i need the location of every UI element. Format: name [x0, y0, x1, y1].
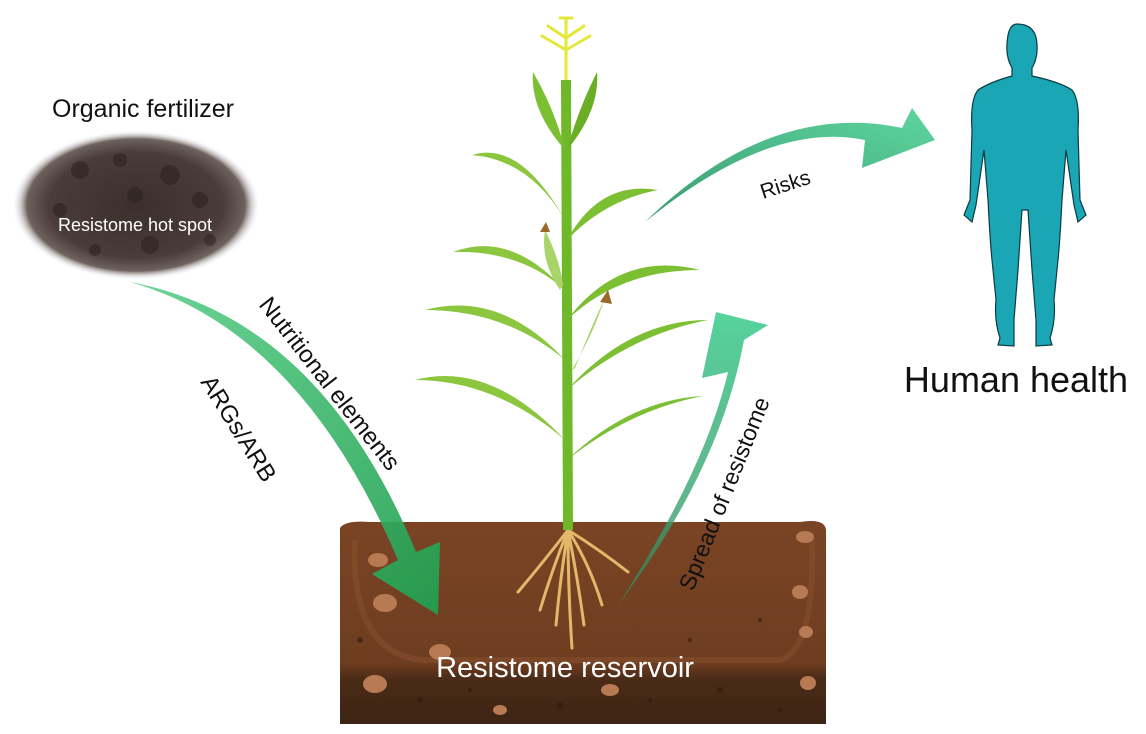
spread-arrow	[618, 312, 768, 605]
down-arrow-icon	[130, 282, 440, 615]
nutrient-flow-arrow	[130, 282, 440, 615]
nutritional-elements-label: Nutritional elements	[253, 292, 405, 476]
plant-roots	[516, 528, 630, 650]
curved-arrow-icon	[645, 108, 935, 222]
organic-fertilizer-group: Organic fertilizer Resistome hot spot	[12, 95, 260, 280]
resistome-reservoir-label: Resistome reservoir	[436, 652, 694, 684]
soil-pebbles	[363, 531, 816, 715]
human-figure-icon	[963, 23, 1087, 347]
risks-label: Risks	[757, 166, 813, 204]
soil-layer-line	[351, 539, 816, 663]
soil-specks	[357, 618, 782, 712]
resistome-hot-spot-label: Resistome hot spot	[58, 215, 212, 235]
fertilizer-soil-image	[12, 130, 260, 280]
plant-stem	[561, 80, 573, 530]
plant-leaves	[415, 72, 708, 460]
args-arb-label: ARGs/ARB	[195, 371, 282, 487]
human-health-label: Human health	[904, 359, 1128, 400]
plant	[415, 16, 708, 650]
plant-tassel	[540, 16, 592, 82]
risks-arrow	[645, 108, 935, 222]
up-arrow-icon	[618, 312, 768, 605]
fertilizer-texture	[53, 153, 216, 256]
organic-fertilizer-label: Organic fertilizer	[52, 95, 234, 123]
